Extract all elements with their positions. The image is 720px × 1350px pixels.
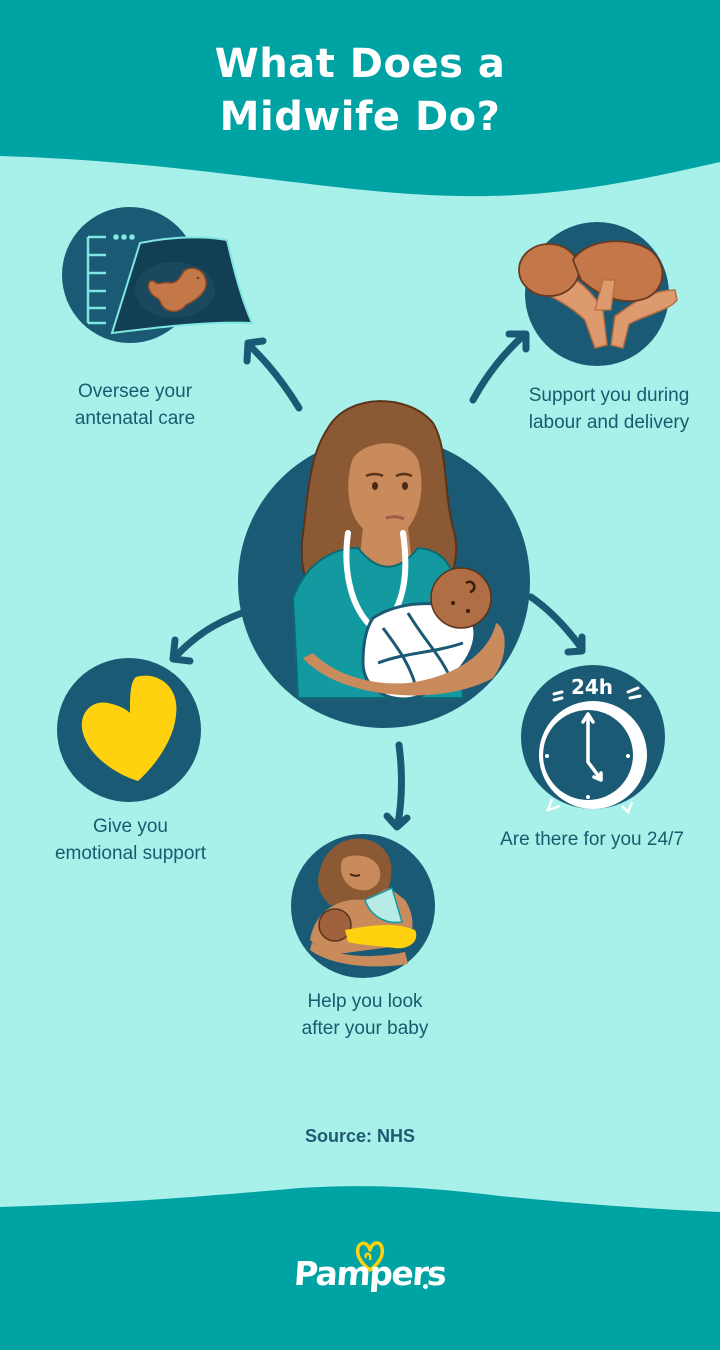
item-baby-label: Help you look after your baby	[301, 991, 429, 1039]
midwife-with-newborn-illustration	[238, 400, 530, 728]
item-antenatal-label: Oversee your antenatal care	[74, 381, 196, 429]
pampers-heart-icon	[355, 1241, 385, 1272]
ultrasound-icon	[62, 207, 254, 343]
header-wave	[0, 0, 720, 197]
newborn-in-hands-icon	[518, 222, 678, 366]
arrow-up-right-icon	[469, 330, 530, 404]
registered-mark	[423, 1284, 428, 1289]
item-always-label: Are there for you 24/7	[500, 829, 684, 850]
arrow-down-right-icon	[527, 593, 586, 656]
title-line-2: Midwife Do?	[219, 94, 501, 140]
clock-24h-badge: 24h	[571, 675, 613, 699]
heart-icon	[57, 658, 201, 802]
title-line-1: What Does a	[214, 41, 506, 87]
item-labour-label: Support you during labour and delivery	[528, 385, 690, 433]
page-title: What Does a Midwife Do?	[0, 38, 720, 144]
arrow-up-left-icon	[243, 337, 303, 412]
source-citation: Source: NHS	[304, 1126, 416, 1146]
alarm-clock-24h-icon: 24h	[521, 665, 665, 815]
item-emotional-label: Give you emotional support	[54, 816, 207, 864]
arrow-down-left-icon	[169, 609, 246, 665]
arrow-down-icon	[383, 741, 411, 831]
pampers-logo[interactable]: Pampers	[290, 1238, 447, 1308]
footer-wave	[0, 1186, 720, 1350]
breastfeeding-icon	[291, 834, 435, 978]
